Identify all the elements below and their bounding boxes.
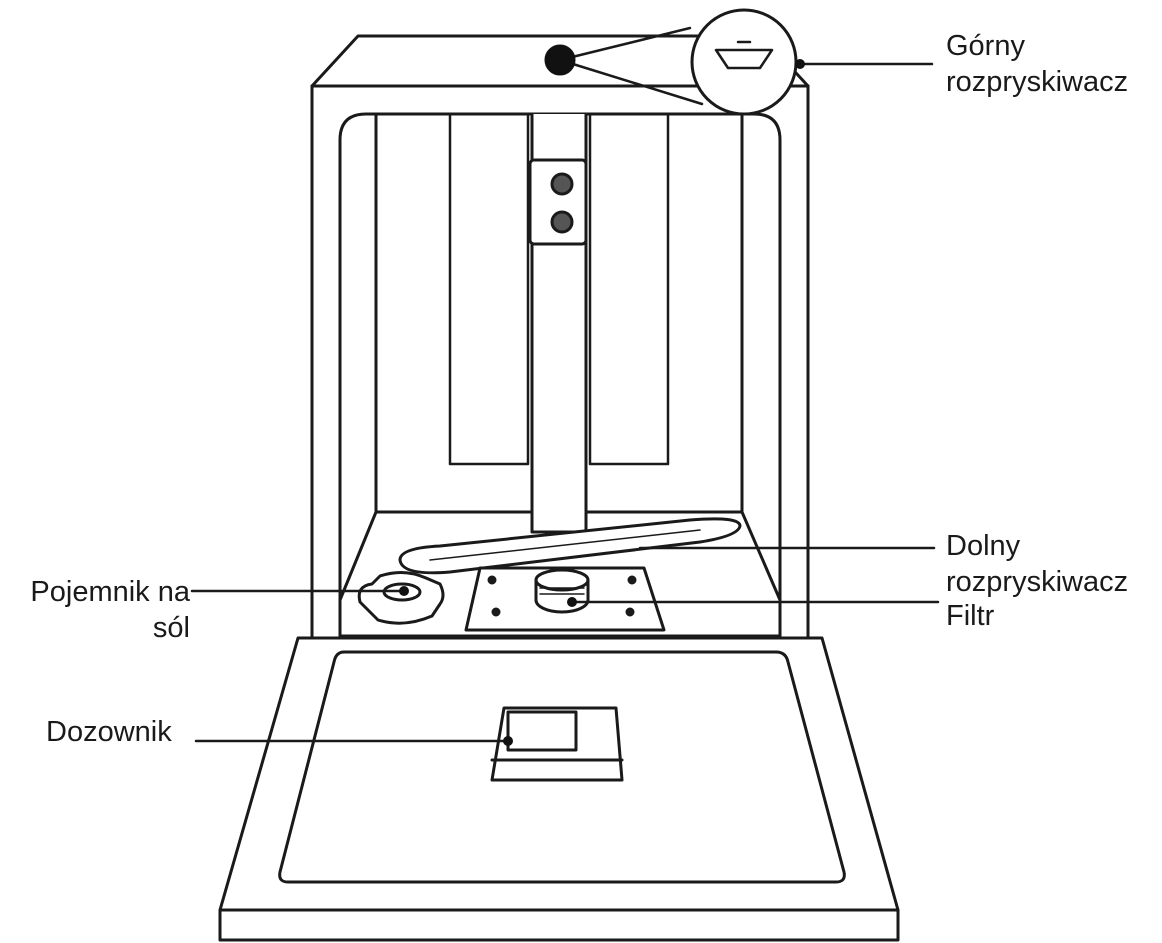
salt-container-cap xyxy=(357,571,445,625)
label-salt-container: Pojemnik na sól xyxy=(8,574,190,646)
label-upper-spray-arm-line2: rozpryskiwacz xyxy=(946,66,1129,98)
lower-spray-arm xyxy=(398,517,742,575)
label-salt-container-line2: sól xyxy=(152,612,190,644)
label-upper-spray-arm-line1: Górny xyxy=(946,30,1025,62)
label-upper-spray-arm: Górny rozpryskiwacz xyxy=(946,28,1128,100)
label-lower-spray-arm: Dolny rozpryskiwacz xyxy=(946,528,1128,600)
label-filter: Filtr xyxy=(946,600,995,632)
label-lower-spray-arm-line1: Dolny xyxy=(946,530,1021,562)
label-salt-container-line1: Pojemnik na xyxy=(30,576,190,608)
pipe-outlet-lower xyxy=(550,210,574,234)
leader-lines xyxy=(190,62,940,743)
detergent-dispenser xyxy=(490,706,624,782)
filter-cylinder xyxy=(534,568,590,614)
upper-spray-arm-magnifier xyxy=(544,8,798,116)
label-lower-spray-arm-line2: rozpryskiwacz xyxy=(946,566,1129,598)
pipe-outlet-upper xyxy=(550,172,574,196)
label-dispenser: Dozownik xyxy=(46,716,172,748)
upper-spray-arm-marker xyxy=(544,44,576,76)
leader-dots xyxy=(399,59,805,746)
door xyxy=(218,636,900,942)
water-pipe xyxy=(528,112,588,534)
